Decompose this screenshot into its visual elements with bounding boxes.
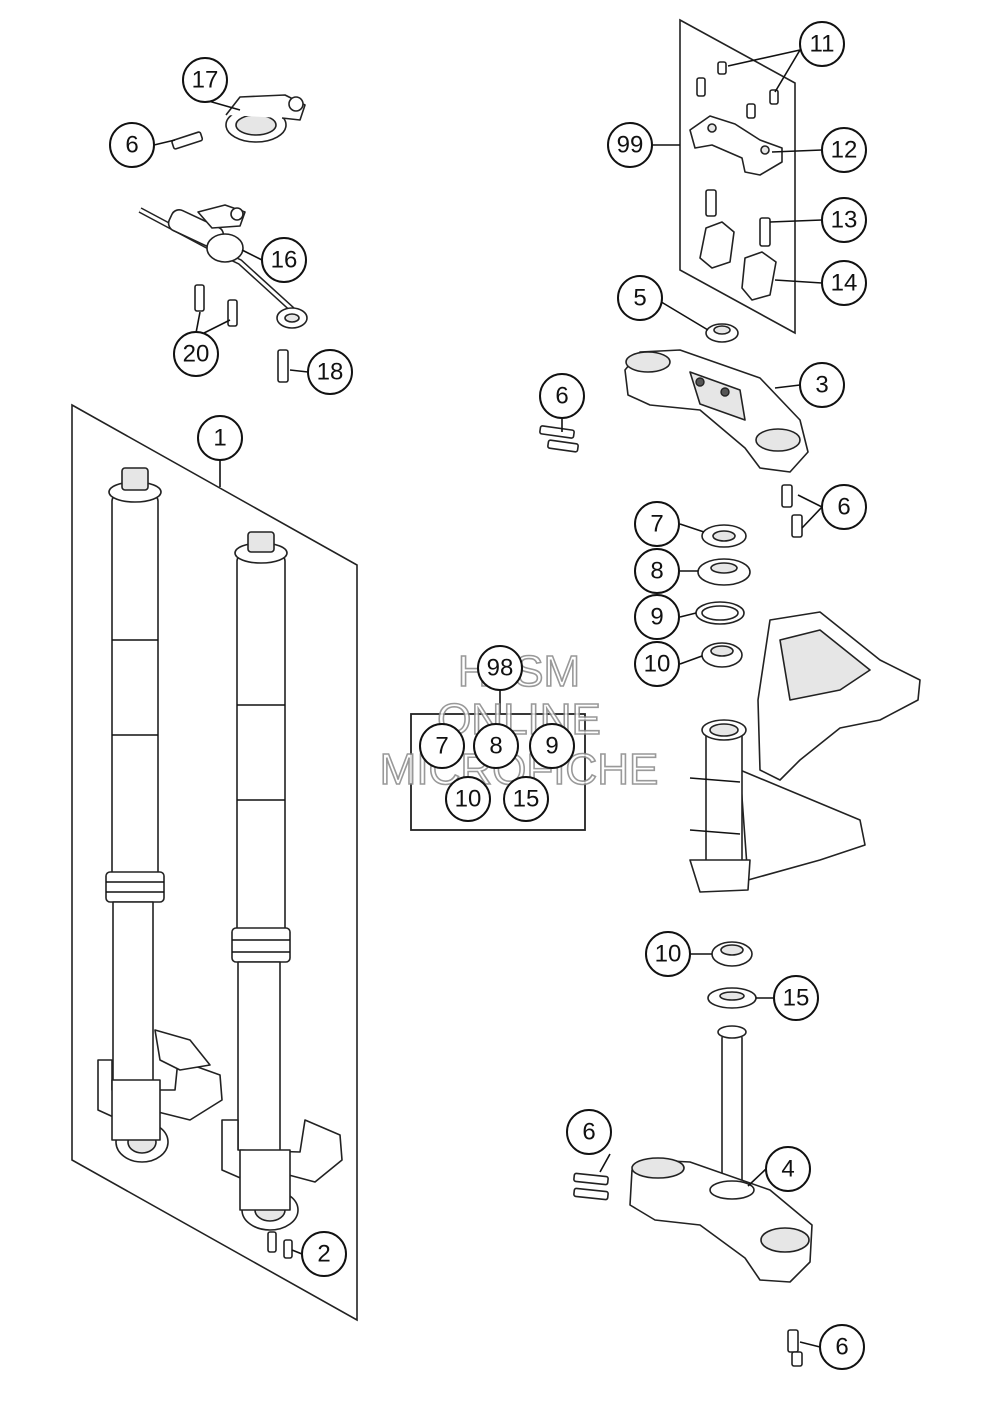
kit-item-8: 8	[473, 723, 519, 769]
svg-text:99: 99	[617, 132, 644, 159]
lower-clamp-bolts	[573, 1172, 803, 1367]
upper-bearing-race	[701, 642, 743, 668]
svg-text:98: 98	[487, 655, 514, 682]
frame-headstock	[689, 611, 921, 893]
callout-15: 15	[773, 975, 819, 1021]
svg-text:7: 7	[650, 511, 663, 538]
damper-clamp-bracket	[225, 94, 306, 143]
svg-text:10: 10	[655, 941, 682, 968]
handlebar-clamp-upper	[689, 115, 783, 176]
callout-5: 5	[617, 275, 663, 321]
svg-text:15: 15	[513, 786, 540, 813]
bracket-bolt	[171, 131, 204, 150]
svg-text:6: 6	[582, 1119, 595, 1146]
callout-6-lower-pinch-bolts: 6	[819, 1324, 865, 1370]
right-fork-leg	[221, 531, 343, 1231]
handlebar-bolts	[696, 61, 779, 119]
svg-text:16: 16	[271, 247, 298, 274]
callout-2: 2	[301, 1231, 347, 1277]
svg-text:5: 5	[633, 285, 646, 312]
callout-6-upper-clamp-bolts: 6	[539, 373, 585, 419]
kit-item-7: 7	[419, 723, 465, 769]
callout-9: 9	[634, 594, 680, 640]
steering-stem-nut	[705, 323, 739, 343]
svg-text:9: 9	[545, 733, 558, 760]
kit-item-9: 9	[529, 723, 575, 769]
lower-triple-clamp	[629, 1025, 813, 1283]
svg-text:6: 6	[835, 1334, 848, 1361]
clamp-bolts-upper	[539, 425, 803, 538]
svg-text:10: 10	[455, 786, 482, 813]
svg-text:3: 3	[815, 372, 828, 399]
upper-triple-clamp	[624, 349, 809, 473]
svg-text:18: 18	[317, 359, 344, 386]
left-fork-leg	[97, 467, 223, 1163]
svg-text:13: 13	[831, 207, 858, 234]
svg-text:6: 6	[837, 494, 850, 521]
watermark-line-2: ONLINE	[437, 695, 601, 744]
svg-text:4: 4	[781, 1156, 794, 1183]
steering-damper	[138, 204, 308, 329]
lower-seal	[707, 987, 757, 1009]
callout-3: 3	[799, 362, 845, 408]
upper-bearing	[701, 524, 747, 548]
callout-20: 20	[173, 331, 219, 377]
svg-text:8: 8	[650, 558, 663, 585]
svg-text:6: 6	[555, 383, 568, 410]
callout-4: 4	[765, 1146, 811, 1192]
svg-text:14: 14	[831, 270, 858, 297]
callout-1: 1	[197, 415, 243, 461]
lower-bearing	[711, 941, 753, 967]
callout-6-upper-pinch-bolts: 6	[821, 484, 867, 530]
svg-text:20: 20	[183, 341, 210, 368]
svg-text:7: 7	[435, 733, 448, 760]
svg-text:2: 2	[317, 1241, 330, 1268]
bearing-seal	[697, 558, 751, 586]
callout-6-lower-clamp-bolts: 6	[566, 1109, 612, 1155]
svg-text:8: 8	[489, 733, 502, 760]
callout-7: 7	[634, 501, 680, 547]
callout-10-lower: 10	[645, 931, 691, 977]
svg-text:1: 1	[213, 425, 226, 452]
callout-8: 8	[634, 548, 680, 594]
svg-text:15: 15	[783, 985, 810, 1012]
svg-text:11: 11	[810, 31, 835, 58]
handlebar-kit-frame	[679, 18, 796, 335]
callout-18: 18	[307, 349, 353, 395]
svg-text:12: 12	[831, 137, 858, 164]
callout-11: 11	[799, 21, 845, 67]
callout-10-upper: 10	[634, 641, 680, 687]
kit-item-10: 10	[445, 776, 491, 822]
svg-text:10: 10	[644, 651, 671, 678]
callout-6-bracket-bolt: 6	[109, 122, 155, 168]
fork-assembly-frame	[71, 403, 358, 1322]
handlebar-clamp-bolts	[705, 189, 771, 247]
handlebar-clamp-lower	[699, 221, 777, 301]
callout-98: 98	[477, 645, 523, 691]
bearing-ring	[695, 601, 745, 625]
callout-17: 17	[182, 57, 228, 103]
fork-clamp-bolts	[267, 1231, 293, 1259]
callout-13: 13	[821, 197, 867, 243]
svg-text:17: 17	[192, 67, 219, 94]
kit-item-15: 15	[503, 776, 549, 822]
callout-14: 14	[821, 260, 867, 306]
callout-99: 99	[607, 122, 653, 168]
svg-text:6: 6	[125, 132, 138, 159]
callout-12: 12	[821, 127, 867, 173]
damper-pin	[277, 349, 289, 383]
svg-text:9: 9	[650, 604, 663, 631]
callout-16: 16	[261, 237, 307, 283]
damper-bolts	[194, 284, 238, 327]
